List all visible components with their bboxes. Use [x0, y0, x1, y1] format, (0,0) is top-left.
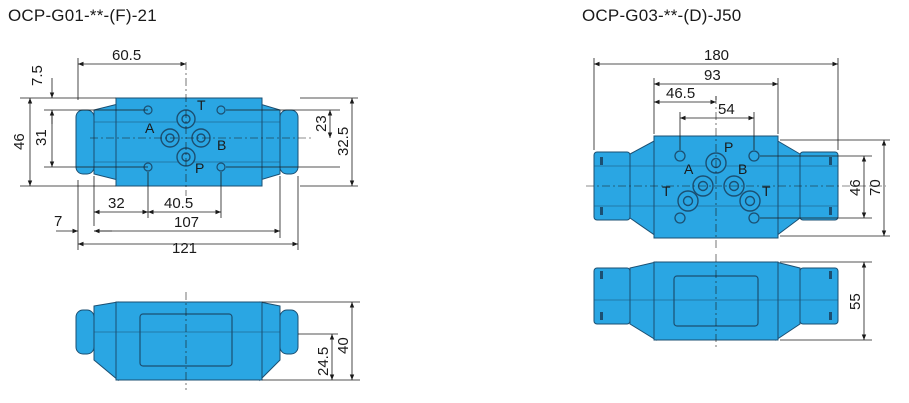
dim-93: 93 — [704, 67, 721, 84]
dim-7: 7 — [54, 213, 62, 230]
dim-46-left: 46 — [11, 133, 28, 150]
right-top-valve — [586, 96, 886, 250]
port-label-A: A — [145, 120, 155, 136]
port-label-B: B — [217, 137, 226, 153]
dim-24-5: 24.5 — [315, 347, 332, 376]
dim-32: 32 — [108, 195, 125, 212]
port-label-T: T — [197, 97, 206, 113]
dim-32-5: 32.5 — [335, 127, 352, 156]
dim-40-5: 40.5 — [164, 195, 193, 212]
dim-46-right: 46 — [847, 179, 864, 196]
dim-54: 54 — [718, 101, 735, 118]
dim-55: 55 — [847, 293, 864, 310]
port-label-P: P — [195, 160, 204, 176]
dim-107: 107 — [174, 214, 199, 231]
port-label-T1-right: T — [662, 183, 671, 199]
port-label-T2-right: T — [762, 183, 771, 199]
port-label-B-right: B — [738, 161, 747, 177]
dim-7-5: 7.5 — [29, 65, 46, 86]
dim-121: 121 — [172, 240, 197, 257]
left-title: OCP-G01-**-(F)-21 — [8, 6, 157, 25]
dim-23: 23 — [313, 115, 330, 132]
right-side-valve — [593, 254, 839, 350]
port-label-A-right: A — [684, 161, 694, 177]
left-top-valve — [75, 62, 312, 196]
dim-40: 40 — [335, 337, 352, 354]
right-title: OCP-G03-**-(D)-J50 — [582, 6, 742, 25]
dim-180: 180 — [704, 47, 729, 64]
left-side-valve — [75, 292, 299, 390]
dim-46-5: 46.5 — [666, 85, 695, 102]
dim-60-5: 60.5 — [112, 47, 141, 64]
port-label-P-right: P — [724, 139, 733, 155]
dim-31: 31 — [33, 129, 50, 146]
dim-70: 70 — [867, 179, 884, 196]
